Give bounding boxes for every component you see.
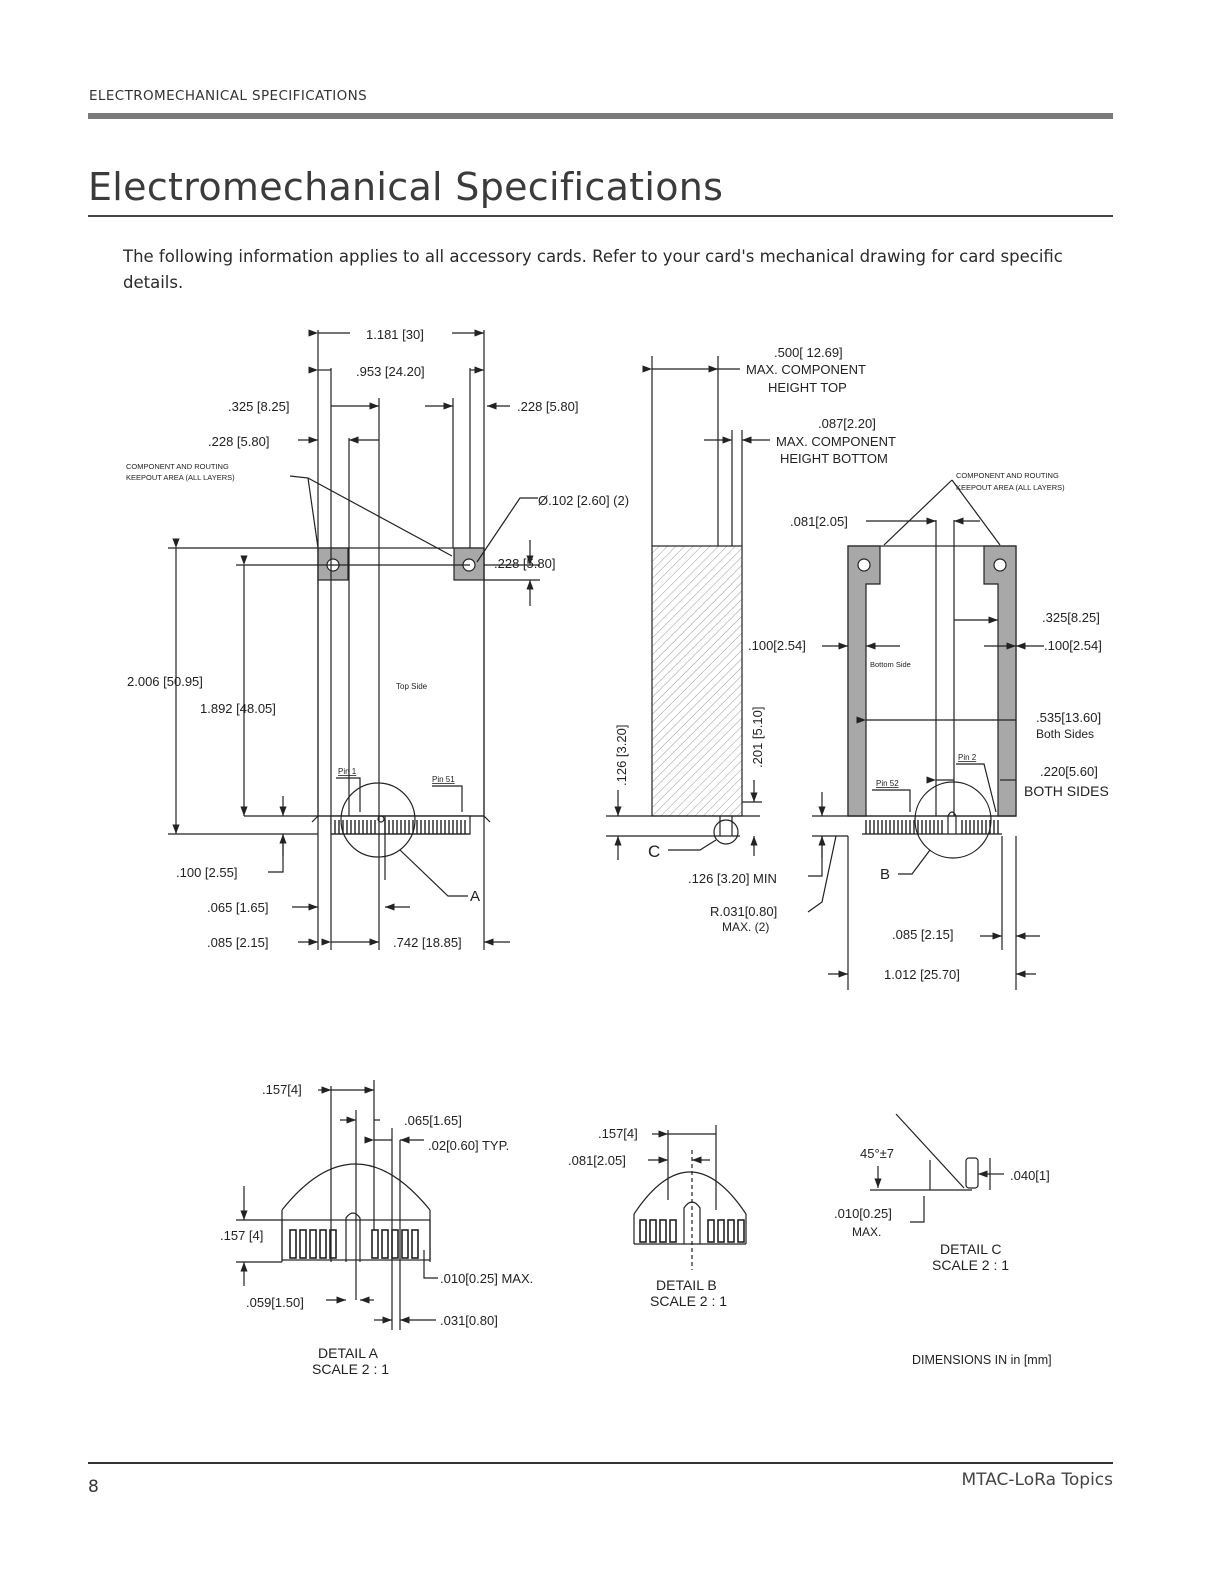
dim-228-right: .228 [5.80] [517,399,578,414]
dim-100-right: .100[2.54] [1044,638,1102,653]
bottom-side-label: Bottom Side [870,660,911,669]
detail-a-dim-157-top: .157[4] [262,1082,302,1097]
units-note: DIMENSIONS IN in [mm] [912,1353,1052,1367]
dim-085: .085 [2.15] [892,927,953,942]
dim-1892: 1.892 [48.05] [200,701,276,716]
max-height-top-1: MAX. COMPONENT [746,362,866,377]
pin-2-label: Pin 2 [958,753,977,762]
title-rule [88,215,1113,217]
side-view [606,356,848,913]
side-view-labels: .500[ 12.69] MAX. COMPONENT HEIGHT TOP .… [614,345,896,934]
detail-a-dim-02: .02[0.60] TYP. [428,1138,509,1153]
detail-a-dim-010: .010[0.25] MAX. [440,1271,533,1286]
detail-a-dim-059: .059[1.50] [246,1295,304,1310]
detail-c-labels: 45°±7 .040[1] .010[0.25] MAX. DETAIL C S… [834,1146,1050,1273]
dim-100: .100 [2.55] [176,865,237,880]
detail-b-dim-157: .157[4] [598,1126,638,1141]
detail-c-title: DETAIL C [940,1241,1001,1257]
detail-a-dim-065: .065[1.65] [404,1113,462,1128]
dim-087: .087[2.20] [818,416,876,431]
running-header: ELECTROMECHANICAL SPECIFICATIONS [89,88,368,104]
pin-1-label: Pin 1 [338,767,357,776]
dim-126-vertical: .126 [3.20] [614,725,629,786]
detail-b-title: DETAIL B [656,1277,717,1293]
top-side-label: Top Side [396,682,428,691]
detail-a-dim-157-left: .157 [4] [220,1228,263,1243]
page-title: Electromechanical Specifications [88,165,724,209]
max-height-bottom-1: MAX. COMPONENT [776,434,896,449]
top-view [168,329,540,950]
keepout-label-2: KEEPOUT AREA (ALL LAYERS) [126,473,235,482]
dim-325: .325[8.25] [1042,610,1100,625]
detail-c-angle: 45°±7 [860,1146,894,1161]
dim-325: .325 [8.25] [228,399,289,414]
detail-a-ref: A [470,888,480,905]
radius-label: R.031[0.80] [710,904,777,919]
header-rule [88,113,1113,119]
dim-126-min: .126 [3.20] MIN [688,871,777,886]
detail-c-ref: C [648,842,660,861]
dim-065: .065 [1.65] [207,900,268,915]
dim-1012: 1.012 [25.70] [884,967,960,982]
detail-c-scale: SCALE 2 : 1 [932,1257,1009,1273]
hole-diameter: Ø.102 [2.60] (2) [538,493,629,508]
dim-2006: 2.006 [50.95] [127,674,203,689]
dim-081: .081[2.05] [790,514,848,529]
page-number: 8 [88,1477,99,1497]
detail-b-labels: .157[4] .081[2.05] DETAIL B SCALE 2 : 1 [568,1126,727,1309]
detail-b-scale: SCALE 2 : 1 [650,1293,727,1309]
detail-a-dim-031: .031[0.80] [440,1313,498,1328]
both-sides-caps: BOTH SIDES [1024,783,1109,799]
detail-c-max: MAX. [852,1225,881,1239]
dim-085: .085 [2.15] [207,935,268,950]
dim-535: .535[13.60] [1036,710,1101,725]
detail-a-title: DETAIL A [318,1345,379,1361]
detail-c-dim-010: .010[0.25] [834,1206,892,1221]
detail-a-scale: SCALE 2 : 1 [312,1361,389,1377]
keepout-label-2: KEEPOUT AREA (ALL LAYERS) [956,483,1065,492]
footer-rule [88,1462,1113,1464]
keepout-label-1: COMPONENT AND ROUTING [126,462,229,471]
max-height-top-2: HEIGHT TOP [768,380,847,395]
bottom-view-labels: COMPONENT AND ROUTING KEEPOUT AREA (ALL … [748,471,1109,982]
dim-220: .220[5.60] [1040,764,1098,779]
max-height-bottom-2: HEIGHT BOTTOM [780,451,888,466]
dim-953: .953 [24.20] [356,364,425,379]
dim-201-vertical: .201 [5.10] [750,707,765,768]
detail-a-labels: .157[4] .065[1.65] .02[0.60] TYP. .157 [… [220,1082,533,1377]
dim-228-hole: .228 [5.80] [494,556,555,571]
detail-a [236,1080,438,1330]
detail-c [870,1113,1004,1223]
detail-b-dim-081: .081[2.05] [568,1153,626,1168]
intro-paragraph: The following information applies to all… [123,247,1063,292]
dim-500: .500[ 12.69] [774,345,843,360]
document-title: MTAC-LoRa Topics [961,1470,1113,1490]
detail-c-dim-040: .040[1] [1010,1168,1050,1183]
dim-742: .742 [18.85] [393,935,462,950]
detail-b-ref: B [880,866,890,883]
pin-52-label: Pin 52 [876,779,899,788]
pin-51-label: Pin 51 [432,775,455,784]
both-sides-label: Both Sides [1036,727,1094,741]
dim-100-left: .100[2.54] [748,638,806,653]
dim-overall-width: 1.181 [30] [366,327,424,342]
bottom-view [822,479,1044,990]
detail-b [633,1125,747,1270]
radius-max: MAX. (2) [722,920,769,934]
keepout-label-1: COMPONENT AND ROUTING [956,471,1059,480]
top-view-labels: 1.181 [30] .953 [24.20] .325 [8.25] .228… [126,327,629,950]
dim-228-left: .228 [5.80] [208,434,269,449]
